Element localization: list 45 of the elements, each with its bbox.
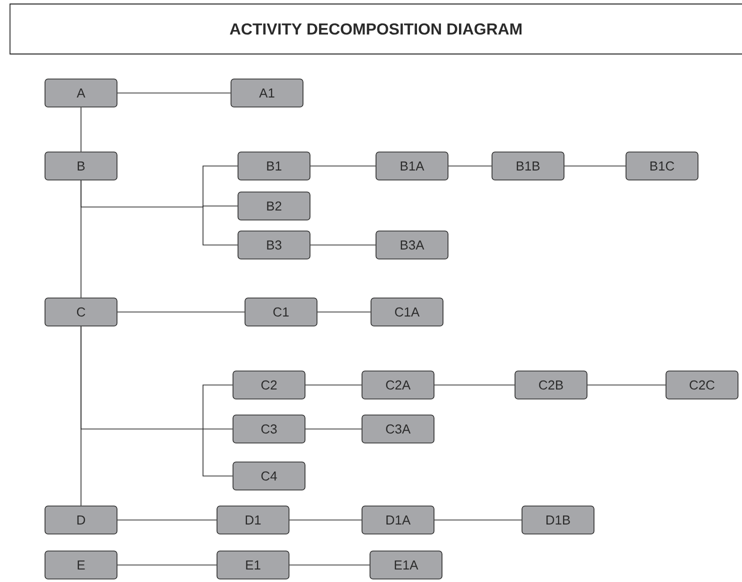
activity-box: E <box>44 550 118 580</box>
activity-box: A1 <box>230 78 304 108</box>
activity-box: C2A <box>362 370 434 400</box>
activity-box: E1A <box>370 550 442 580</box>
activity-box: D1 <box>216 506 290 534</box>
connector-line <box>434 384 515 386</box>
activity-box: C2 <box>232 370 306 400</box>
activity-box: A <box>44 78 118 108</box>
connector-line <box>80 107 82 152</box>
connector-line <box>289 564 370 566</box>
activity-box: C1 <box>244 298 318 326</box>
connector-line <box>305 428 362 430</box>
activity-box: C4 <box>232 462 306 490</box>
connector-line <box>117 92 232 94</box>
activity-box: B3 <box>238 230 310 260</box>
activity-box: D <box>44 506 118 534</box>
activity-box: B3A <box>376 230 448 260</box>
activity-box: B1A <box>376 152 448 180</box>
activity-box: C3 <box>232 414 306 444</box>
activity-box: D1A <box>362 506 434 534</box>
activity-box: C <box>44 298 118 326</box>
activity-box: B <box>44 152 118 180</box>
connector-line <box>80 326 82 506</box>
activity-box: C2B <box>514 370 588 400</box>
activity-box: B1B <box>492 152 564 180</box>
connector-line <box>587 384 666 386</box>
connector-line <box>202 384 234 430</box>
connector-line <box>80 180 82 298</box>
activity-box: D1B <box>522 506 594 534</box>
activity-box: C1A <box>370 298 444 326</box>
activity-box: B1C <box>626 152 698 180</box>
connector-line <box>202 166 238 208</box>
connector-line <box>310 244 376 246</box>
connector-line <box>305 384 362 386</box>
title-banner: ACTIVITY DECOMPOSITION DIAGRAM <box>10 4 742 54</box>
activity-box: B1 <box>238 152 310 180</box>
activity-box: C2C <box>666 370 738 400</box>
connector-line <box>202 428 234 430</box>
connector-line <box>202 206 238 208</box>
connector-line <box>202 428 234 476</box>
connector-line <box>117 564 218 566</box>
activity-box: C3A <box>362 414 434 444</box>
activity-box: B2 <box>238 192 310 220</box>
activity-box: E1 <box>216 550 290 580</box>
connector-line <box>202 206 238 246</box>
